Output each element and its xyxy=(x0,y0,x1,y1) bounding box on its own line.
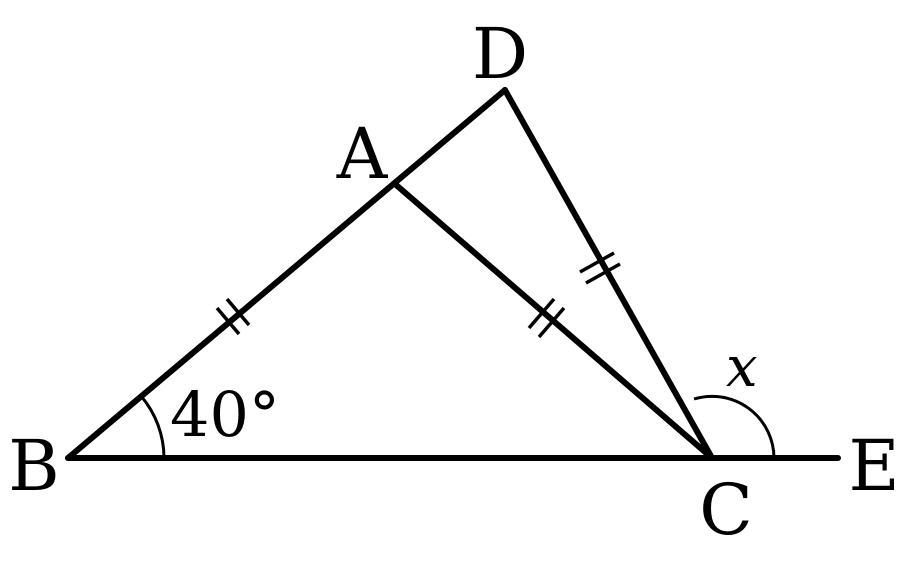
segment-DC xyxy=(502,87,715,461)
angle-arc-C xyxy=(693,394,776,459)
segment-BD xyxy=(65,87,508,461)
label-B: B xyxy=(8,425,59,507)
tick-marks-AC xyxy=(527,297,566,339)
label-A: A xyxy=(336,113,389,195)
angle-label-x: x xyxy=(726,335,758,400)
tick-marks-DC xyxy=(579,251,621,285)
label-E: E xyxy=(848,425,899,507)
angle-arc-B xyxy=(139,395,166,459)
label-C: C xyxy=(699,469,753,551)
angle-label-B: 40° xyxy=(170,378,280,451)
label-D: D xyxy=(472,13,528,95)
tick-marks-BA xyxy=(215,297,251,336)
